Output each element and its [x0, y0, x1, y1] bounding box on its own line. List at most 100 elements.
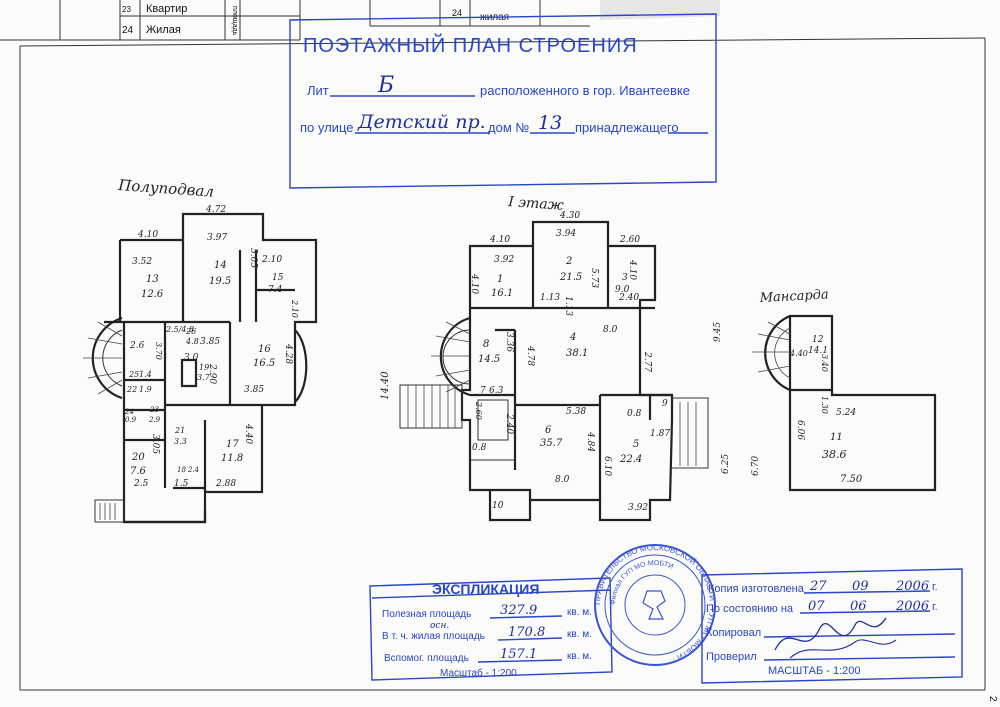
room-number: 9 [662, 399, 668, 409]
title-stamp-frame [289, 13, 717, 189]
first-dim: 5.38 [566, 407, 586, 417]
basement-dim: 4.10 [137, 230, 158, 240]
table-row-text: Квартир [146, 3, 187, 15]
first-dim: 6.70 [751, 456, 761, 476]
first-dim: 2.40 [618, 293, 639, 303]
title-house-label: дом № [488, 120, 529, 135]
room-number: 10 [492, 501, 504, 511]
first-dim: 6.10 [602, 456, 612, 476]
first-dim: 2.60 [474, 401, 483, 420]
signature-icon [789, 639, 897, 659]
cert-year-suffix: г. [932, 601, 938, 613]
room-number: 2 [565, 256, 572, 267]
basement-dim: 3.97 [207, 233, 227, 243]
page-number: 2 [987, 696, 998, 702]
room-area: 7.6 [130, 466, 147, 477]
first-floor-plan: I этаж 4.30 3.94 4.10 3.92 2.60 4.10 5.7… [380, 194, 761, 522]
basement-dim: 4.28 [283, 343, 293, 364]
first-floor-right-stair [672, 397, 709, 469]
attic-dim: 3.40 [820, 354, 829, 372]
room-number: 23 [149, 406, 159, 414]
room-number: 12 [812, 335, 824, 345]
title-street-value: Детский пр. [357, 111, 486, 133]
first-dim: 0.8 [472, 443, 487, 453]
room-number: 14 [214, 260, 227, 271]
basement-dim: 2.6 [129, 341, 145, 351]
basement-title: Полуподвал [117, 176, 215, 201]
explication-useful-value: 327.9 [500, 603, 537, 618]
attic-plan: Мансарда 4.40 3.40 1.30 5.24 6.06 7.50 1… [752, 287, 937, 492]
first-dim: 1.13 [540, 293, 560, 303]
basement-dim: 3.85 [244, 385, 264, 395]
room-number: 21 [174, 426, 185, 435]
room-area: 2.4 [187, 466, 199, 474]
title-lit-value: Б [377, 73, 394, 98]
table-right-num: 24 [452, 8, 462, 18]
room-area: 1.4 [139, 370, 152, 379]
first-dim: 8.0 [555, 475, 570, 485]
attic-outline [788, 314, 937, 492]
room-area: 0.9 [125, 416, 137, 424]
room-number: 7 [480, 386, 486, 396]
room-area: 14.5 [478, 354, 500, 365]
title-street-label: по улице [300, 120, 353, 135]
title-stamp: ПОЭТАЖНЫЙ ПЛАН СТРОЕНИЯ Лит Б расположен… [289, 13, 717, 189]
first-dim: 4.10 [489, 235, 510, 245]
explication-living-label: В т. ч. жилая площадь [382, 631, 485, 642]
cert-made-day: 27 [809, 579, 827, 594]
room-area: 3.7 [197, 373, 211, 382]
basement-dim: 2.5 [133, 479, 149, 489]
room-number: 25 [128, 370, 139, 379]
room-number: 17 [226, 439, 239, 450]
room-area: 38.1 [566, 348, 588, 359]
cert-made-year: 2006 [895, 579, 929, 594]
table-vertical-text: площадь [231, 6, 238, 36]
basement-tower-arc [294, 329, 308, 403]
table-row-num: 23 [122, 5, 131, 14]
room-number: 11 [830, 432, 843, 443]
cert-checked-label: Проверил [706, 651, 757, 663]
explication-unit: кв. м. [567, 607, 592, 618]
attic-stair-arc [764, 314, 791, 392]
attic-dim: 7.50 [840, 474, 863, 485]
cert-copied-label: Копировал [706, 627, 761, 639]
first-dim: 3.36 [504, 332, 514, 352]
explication-useful-label: Полезная площадь [382, 609, 471, 620]
attic-dim: 1.30 [820, 396, 829, 414]
first-dim: 6.25 [721, 454, 731, 474]
room-number: 20 [131, 452, 145, 463]
cert-state-day: 07 [808, 599, 825, 614]
basement-dim: 2.90 [207, 363, 217, 384]
basement-dim: 4.40 [243, 423, 253, 444]
room-number: 24 [124, 408, 134, 416]
round-seal: ПРАВИТЕЛЬСТВО МОСКОВСКОЙ ОБЛАСТИ · ГУП М… [593, 543, 717, 666]
room-number: 22 [126, 385, 137, 394]
basement-dim: 3.70 [154, 342, 163, 360]
basement-dim: 4.72 [205, 205, 226, 215]
room-number: 19 [199, 363, 209, 372]
first-dim: 5.73 [589, 268, 599, 288]
room-area: 11.8 [221, 453, 243, 464]
first-floor-stair-arc [439, 316, 471, 397]
room-area: 1.9 [139, 385, 152, 394]
first-dim: 3.92 [628, 503, 648, 513]
first-dim: 4.84 [585, 431, 595, 452]
first-floor-outline [460, 220, 674, 522]
room-number: 4 [569, 332, 576, 343]
attic-dim: 6.06 [795, 420, 805, 440]
first-dim: 2.77 [642, 351, 652, 372]
room-area: 38.6 [822, 448, 847, 461]
first-dim: 8.0 [603, 325, 618, 335]
explication-living-value: 170.8 [508, 625, 545, 640]
first-dim: 4.30 [559, 211, 580, 221]
basement-dim: 2.10 [261, 255, 282, 265]
cert-made-month: 09 [852, 579, 869, 594]
room-area: 9.0 [615, 285, 630, 295]
first-dim: 4.10 [469, 273, 479, 294]
cert-state-label: По состоянию на [706, 603, 794, 615]
certification-block: Копия изготовлена 27 09 2006 г. По состо… [701, 568, 963, 684]
basement-dim: 2.5/4.8 [165, 325, 194, 334]
first-dim: 0.8 [627, 409, 642, 419]
